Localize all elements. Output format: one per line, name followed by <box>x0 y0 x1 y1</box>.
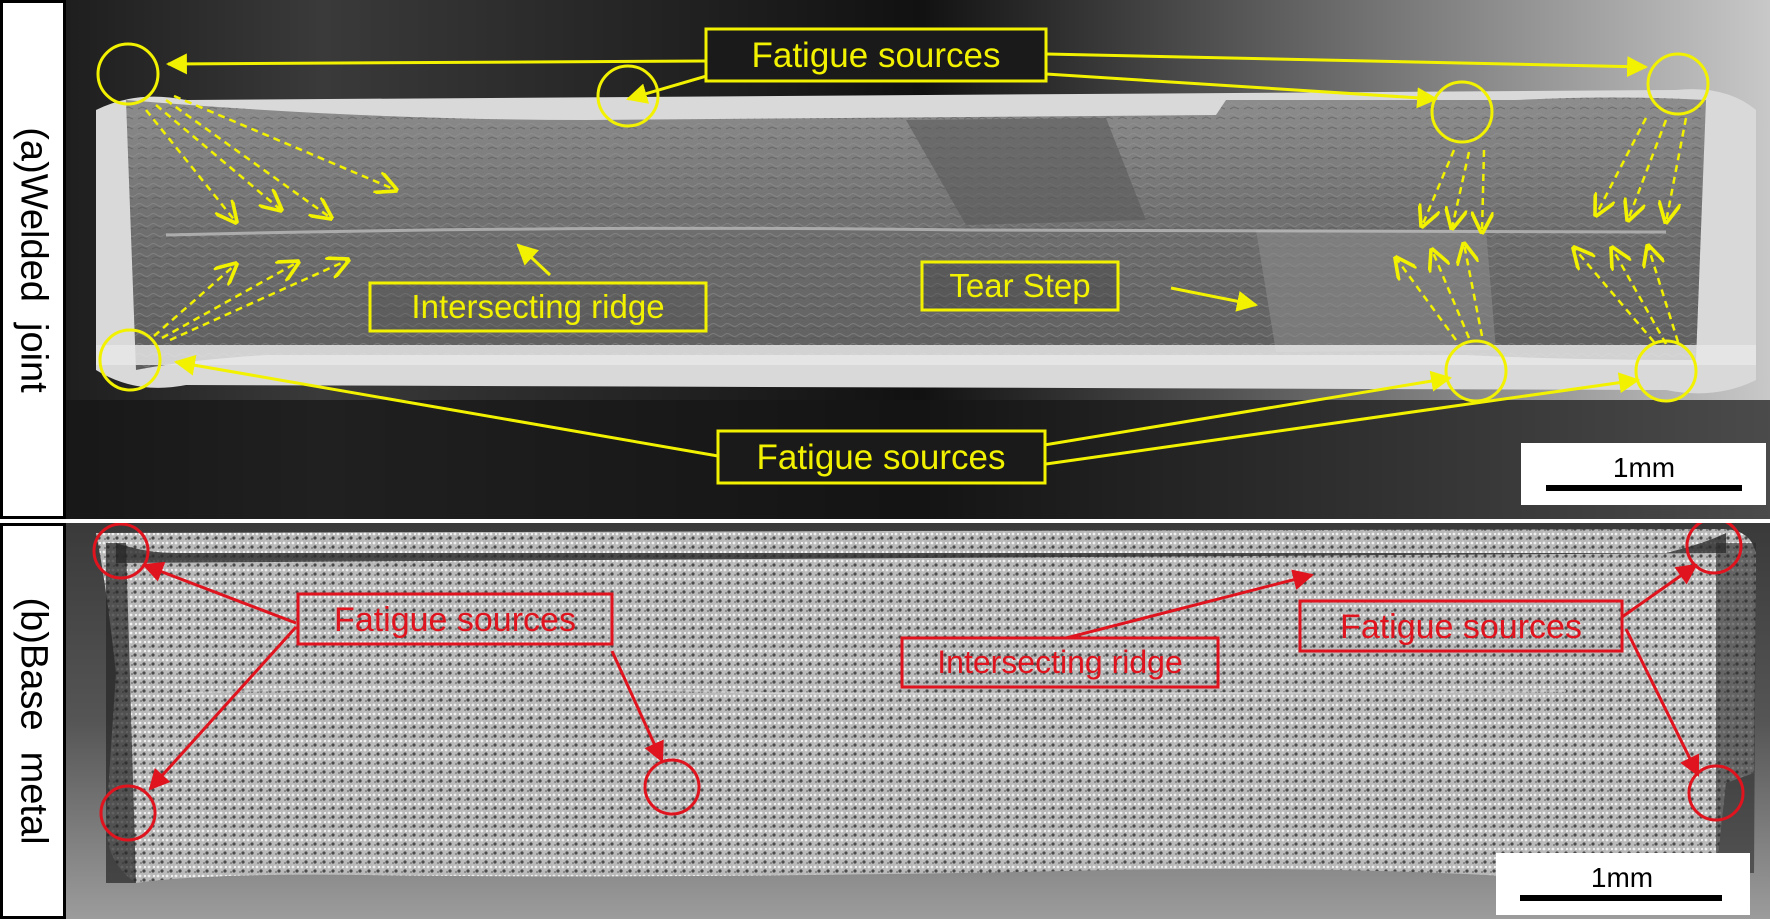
label-box-fatigue-left <box>296 592 614 646</box>
label-fatigue-sources-bottom: Fatigue sources <box>756 438 1005 477</box>
label-fatigue-sources-left: Fatigue sources <box>334 601 576 639</box>
fatigue-source-circle <box>596 64 660 128</box>
fatigue-source-circle <box>96 42 160 106</box>
panel-a-side-label: (a)Welded joint <box>12 126 55 393</box>
label-box-tear-step <box>920 260 1120 312</box>
scale-bar-label-a: 1mm <box>1613 452 1675 483</box>
panel-b-side-label-box: (b)Base metal <box>0 523 66 919</box>
panel-a-welded-joint-image: Fatigue sources Fatigue sources Intersec… <box>66 0 1770 519</box>
fatigue-source-circle <box>1634 339 1698 403</box>
scale-bar-label-b: 1mm <box>1591 862 1653 893</box>
label-fatigue-sources-right: Fatigue sources <box>1340 608 1582 646</box>
label-box-fatigue-bottom <box>716 429 1047 485</box>
fatigue-source-circle <box>1685 523 1743 575</box>
panel-a-svg: Fatigue sources Fatigue sources Intersec… <box>66 0 1770 519</box>
panel-b-base-metal-image: Fatigue sources Fatigue sources Intersec… <box>66 523 1770 919</box>
label-intersecting-ridge-b: Intersecting ridge <box>937 644 1182 680</box>
panel-a-annotations: Fatigue sources Fatigue sources Intersec… <box>96 27 1766 505</box>
scale-bar-box-b <box>1496 853 1750 915</box>
panel-b-side-label: (b)Base metal <box>12 597 55 845</box>
label-fatigue-sources-top: Fatigue sources <box>751 36 1000 75</box>
fatigue-source-circle <box>1687 764 1745 822</box>
intersecting-ridge-line <box>165 226 1667 237</box>
label-box-intersecting-ridge-b <box>900 636 1220 689</box>
label-box-fatigue-right <box>1298 599 1624 653</box>
label-intersecting-ridge: Intersecting ridge <box>411 288 664 325</box>
fatigue-source-circle <box>1430 80 1494 144</box>
base-metal-fracture-surface <box>96 529 1756 888</box>
fatigue-source-circle <box>98 328 162 392</box>
scale-bar-box-a <box>1521 443 1766 505</box>
label-tear-step: Tear Step <box>949 267 1090 304</box>
panel-b-svg: Fatigue sources Fatigue sources Intersec… <box>66 523 1770 919</box>
panel-b-annotations: Fatigue sources Fatigue sources Intersec… <box>92 523 1750 915</box>
fatigue-source-circle <box>1646 52 1710 116</box>
fatigue-source-circle <box>99 784 157 842</box>
label-box-fatigue-top <box>704 27 1048 83</box>
fatigue-source-circle <box>92 523 150 580</box>
label-box-intersecting-ridge <box>368 281 708 333</box>
panel-a-side-label-box: (a)Welded joint <box>0 0 66 519</box>
fatigue-source-circle <box>643 758 701 816</box>
